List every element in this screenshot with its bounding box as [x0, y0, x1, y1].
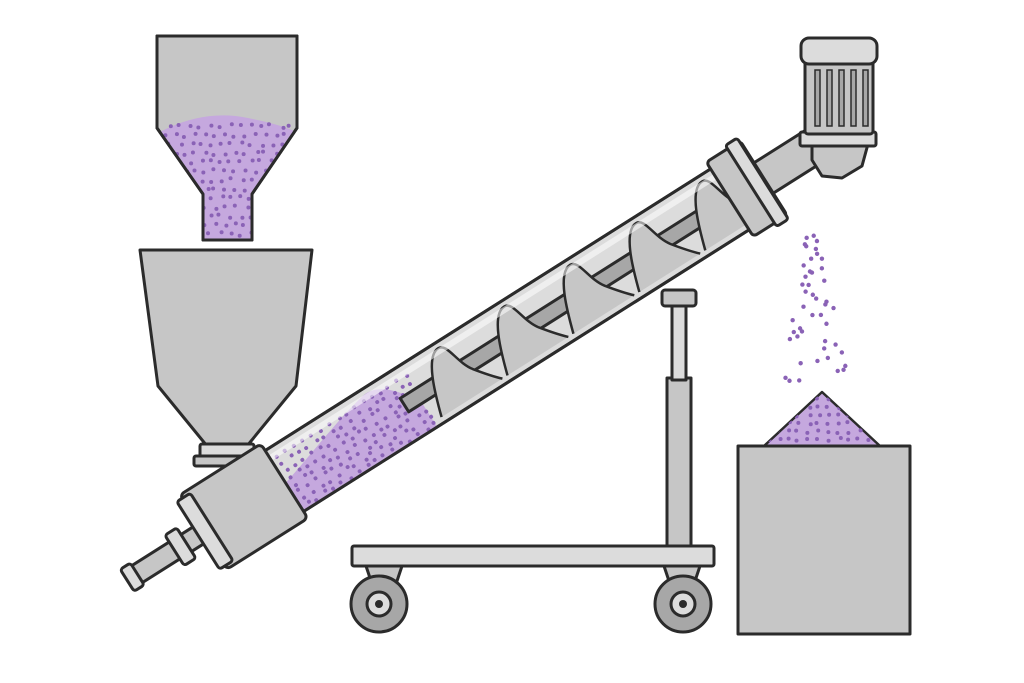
screw-conveyor	[119, 126, 830, 592]
bin-box	[736, 444, 912, 636]
cart-deck	[350, 544, 716, 568]
feed-hopper	[155, 34, 299, 242]
receiving-hopper	[138, 248, 314, 468]
support-column-lower	[665, 376, 693, 548]
support-column-collar	[660, 288, 698, 308]
falling-powder-stream	[783, 233, 848, 383]
motor-cap	[799, 36, 879, 66]
collection-bin	[736, 390, 912, 636]
right-caster-wheel	[653, 564, 713, 634]
hopper-powder	[160, 115, 296, 240]
support-column-upper	[670, 298, 688, 382]
support-cart	[349, 288, 716, 634]
left-caster-wheel	[349, 564, 409, 634]
drive-motor	[798, 36, 879, 180]
